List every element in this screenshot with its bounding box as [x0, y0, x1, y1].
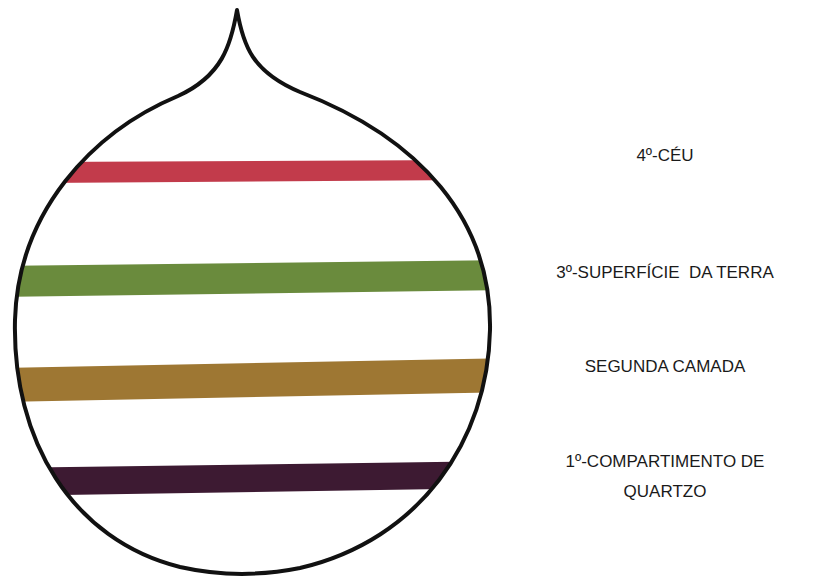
layer-label: 1º-COMPARTIMENTO DE QUARTZO: [545, 447, 785, 507]
brown-band: [0, 358, 510, 402]
bulb-outline: [15, 10, 490, 574]
layer-label: 3º-SUPERFÍCIE DA TERRA: [520, 258, 810, 288]
band-group: [0, 160, 510, 496]
dark-band: [0, 461, 510, 496]
layer-label: 4º-CÉU: [525, 141, 805, 171]
red-band: [40, 160, 470, 183]
layer-label: SEGUNDA CAMADA: [525, 352, 805, 382]
green-band: [0, 260, 510, 297]
